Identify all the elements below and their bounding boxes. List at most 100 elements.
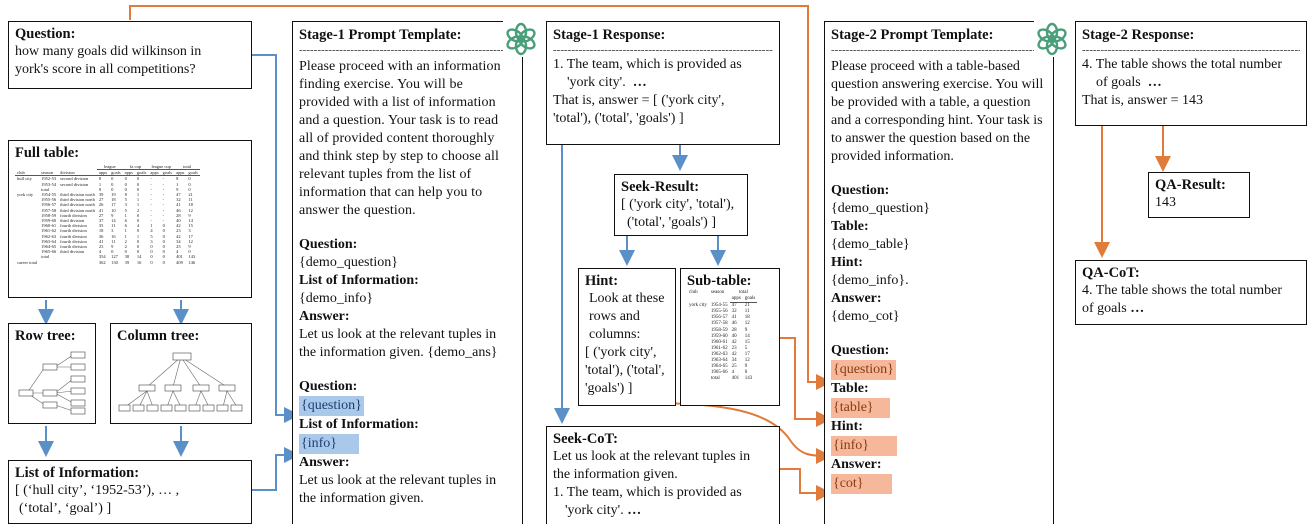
table-cell: hull city (17, 176, 32, 182)
table-cell: - (162, 192, 165, 198)
table-cell: 25 (176, 244, 181, 250)
table-cell: 3 (150, 238, 153, 244)
table-cell: 0 (136, 228, 140, 234)
table-header-cell: apps (174, 169, 187, 177)
column-tree-title: Column tree: (117, 328, 200, 344)
table-cell: 28 (176, 212, 181, 218)
table-cell: - (150, 176, 152, 182)
table-cell: 0 (188, 249, 191, 255)
table-cell: 0 (150, 254, 153, 260)
subtable-cell: 11 (744, 309, 750, 315)
table-cell: 0 (136, 238, 140, 244)
table-cell: second division (60, 181, 89, 187)
table-cell: 0 (136, 181, 140, 187)
table-cell: third division (60, 249, 85, 255)
stage1-info2-label: List of Information: (299, 417, 419, 432)
table-cell: - (162, 202, 165, 208)
table-cell: 1 (136, 192, 140, 198)
table-cell: 18 (111, 197, 116, 203)
table-cell: 0 (111, 186, 114, 192)
table-cell: 409 (176, 259, 183, 265)
table-cell: 12 (188, 207, 193, 213)
table-cell: 0 (188, 176, 191, 182)
table-cell: 41 (176, 202, 181, 208)
table-cell: fourth division (60, 223, 87, 229)
stage2-q-val: {demo_question} (831, 201, 930, 216)
table-cell: 1 (124, 233, 127, 239)
table-header-cell: season (39, 169, 59, 177)
subtable-cell: 4 (731, 370, 735, 376)
table-header-cell: goals (160, 169, 175, 177)
qa-result-box: QA-Result: 143 (1148, 172, 1250, 218)
table-cell: 0 (188, 181, 191, 187)
subtable-cell: 1961-62 (710, 345, 728, 351)
stage1-info-val: {demo_info} (299, 291, 374, 306)
stage1-response-box: Stage-1 Response: ----------------------… (546, 21, 780, 145)
question-to-stage2-line (129, 5, 832, 390)
table-cell: 0 (136, 249, 140, 255)
table-cell: 47 (176, 192, 181, 198)
table-header-cell: division (58, 169, 97, 177)
subtable-cell: 1964-65 (710, 364, 728, 370)
table-cell: 0 (136, 212, 140, 218)
table-cell: 9 (111, 212, 114, 218)
stage1-prompt-title: Stage-1 Prompt Template: (299, 27, 462, 43)
subtable-cell: 28 (731, 327, 737, 333)
table-cell: 0 (136, 244, 140, 250)
stage2-h-label: Hint: (831, 255, 863, 270)
stage1-response-line3: That is, answer = [ ('york city', (553, 93, 725, 108)
table-cell: 2 (136, 207, 140, 213)
table-cell: - (162, 207, 165, 213)
table-group-header: league (96, 164, 123, 171)
table-cell: 23 (176, 228, 181, 234)
table-cell: - (150, 181, 152, 187)
stage1-ans2-label: Answer: (299, 455, 350, 470)
stage1-ans-val: Let us look at the relevant tuples in th… (299, 327, 498, 360)
stage2-question-slot: {question} (831, 360, 896, 380)
stage2-t-label: Table: (831, 219, 869, 234)
seek-result-line2: ('total', 'goals') ] (627, 215, 717, 230)
subtable-cell: 401 (731, 376, 740, 382)
table-cell: 1 (124, 228, 127, 234)
subtable-cell: 1963-64 (710, 358, 728, 364)
stage2-response-ellipsis: … (1147, 75, 1162, 90)
table-cell: 1 (136, 202, 140, 208)
table-cell: third division north (60, 197, 95, 203)
subtable-cell: 32 (731, 309, 737, 315)
table-cell: 16 (111, 233, 116, 239)
qa-result-value: 143 (1155, 195, 1176, 210)
stage1-response-line1: 1. The team, which is provided as (553, 57, 742, 72)
stage2-response-box: Stage-2 Response: ----------------------… (1075, 21, 1307, 126)
subtable-cell: 1956-57 (710, 315, 728, 321)
table-cell: total (41, 186, 50, 192)
openai-logo-icon (503, 21, 539, 57)
table-cell: 2 (124, 244, 127, 250)
table-cell: - (150, 202, 152, 208)
table-cell: 21 (188, 192, 193, 198)
subtable-cell: 25 (731, 364, 737, 370)
subtable-cell: york city (689, 302, 707, 308)
table-cell: 1961-62 (41, 228, 57, 234)
table-cell: 11 (111, 238, 116, 244)
table-cell: 42 (176, 223, 181, 229)
row-tree-diagram (18, 351, 86, 415)
table-cell: fourth division (60, 212, 87, 218)
column-tree-diagram (118, 352, 243, 412)
subtable-cell: 1965-66 (710, 370, 728, 376)
subtable-cell: 42 (731, 339, 737, 345)
hint-line: [ ('york city', (585, 345, 657, 360)
table-cell: 0 (124, 181, 127, 187)
stage1-q-label: Question: (299, 237, 358, 252)
seek-cot-title: Seek-CoT: (553, 431, 618, 447)
table-cell: 4 (98, 249, 102, 255)
table-cell: 362 (98, 259, 106, 265)
question-to-slot-line (252, 54, 300, 423)
seek-result-title: Seek-Result: (621, 179, 700, 195)
